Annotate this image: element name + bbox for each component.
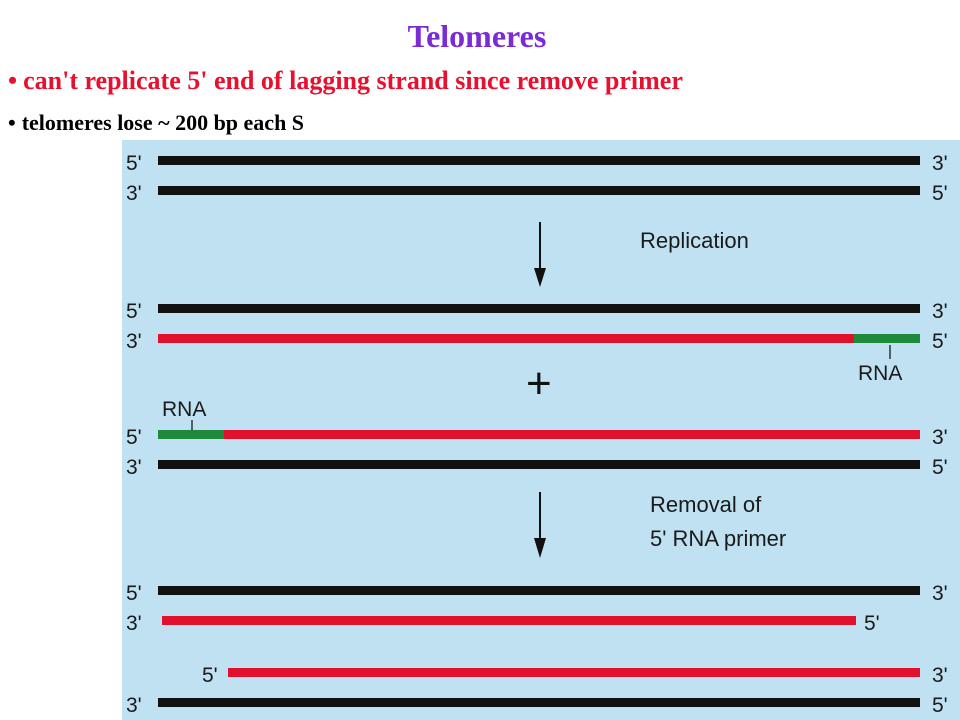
shortened-strand [228, 668, 920, 677]
replication-caption: Replication [640, 228, 749, 253]
bullet-point: •can't replicate 5' end of lagging stran… [8, 66, 683, 96]
five-prime-label: 5' [932, 330, 948, 353]
plus-icon: + [526, 359, 552, 408]
template-strand [158, 586, 920, 595]
three-prime-label: 3' [126, 456, 142, 479]
diagram-canvas: 5' 3' 3' 5' Replication RNA 5' 3' 3' 5' … [126, 152, 948, 717]
parental-strand-bottom [158, 186, 920, 195]
three-prime-label: 3' [932, 300, 948, 323]
removal-caption-line2: 5' RNA primer [650, 526, 786, 551]
template-strand [158, 304, 920, 313]
five-prime-label: 5' [932, 182, 948, 205]
three-prime-label: 3' [932, 152, 948, 175]
template-strand [158, 698, 920, 707]
five-prime-label: 5' [126, 582, 142, 605]
rna-label: RNA [162, 398, 206, 421]
replication-diagram: 5' 3' 3' 5' Replication RNA 5' 3' 3' 5' … [122, 140, 960, 720]
five-prime-label: 5' [864, 612, 880, 635]
five-prime-label: 5' [126, 152, 142, 175]
three-prime-label: 3' [126, 694, 142, 717]
rna-primer [158, 430, 224, 439]
rna-label: RNA [858, 362, 902, 385]
three-prime-label: 3' [932, 664, 948, 687]
new-lagging-strand [224, 430, 920, 439]
three-prime-label: 3' [126, 182, 142, 205]
five-prime-label: 5' [126, 300, 142, 323]
five-prime-label: 5' [126, 426, 142, 449]
shortened-strand [162, 616, 856, 625]
bullet-point: •telomeres lose ~ 200 bp each S [8, 110, 304, 136]
five-prime-label: 5' [932, 694, 948, 717]
slide-title: Telomeres [407, 18, 547, 54]
down-arrow-icon [534, 222, 546, 287]
bullet-dot: • [8, 110, 16, 135]
three-prime-label: 3' [126, 330, 142, 353]
down-arrow-icon [534, 492, 546, 558]
new-lagging-strand [158, 334, 854, 343]
bullet-text: telomeres lose ~ 200 bp each S [21, 110, 305, 135]
five-prime-label: 5' [202, 664, 218, 687]
bullet-dot: • [8, 66, 18, 95]
three-prime-label: 3' [932, 582, 948, 605]
five-prime-label: 5' [932, 456, 948, 479]
parental-strand-top [158, 156, 920, 165]
rna-primer [854, 334, 920, 343]
three-prime-label: 3' [932, 426, 948, 449]
three-prime-label: 3' [126, 612, 142, 635]
bullet-text: can't replicate 5' end of lagging strand… [23, 66, 683, 95]
removal-caption-line1: Removal of [650, 492, 762, 517]
template-strand [158, 460, 920, 469]
